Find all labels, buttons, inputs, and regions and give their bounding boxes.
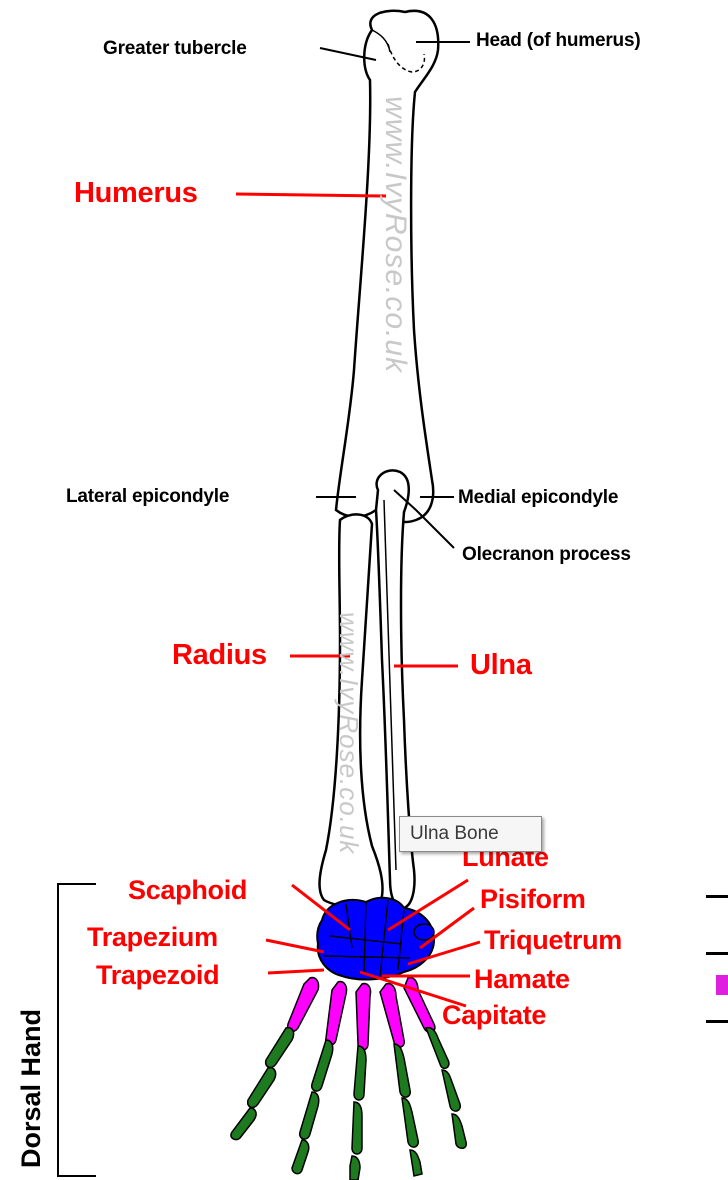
watermark-lower: www.IvyRose.co.uk — [333, 612, 364, 854]
tooltip: Ulna Bone — [399, 816, 542, 852]
edge-marker-2 — [706, 952, 728, 955]
label-head-of-humerus: Head (of humerus) — [476, 31, 640, 50]
label-ulna: Ulna — [470, 651, 532, 680]
label-hamate: Hamate — [474, 966, 570, 993]
phalange-bones — [231, 1028, 466, 1180]
label-medial-epicondyle: Medial epicondyle — [458, 488, 618, 507]
label-trapezoid: Trapezoid — [96, 962, 219, 989]
label-capitate: Capitate — [442, 1002, 546, 1029]
carpal-bones — [317, 898, 434, 980]
edge-marker-3 — [706, 1020, 728, 1023]
watermark-upper: www.IvyRose.co.uk — [378, 96, 412, 373]
label-humerus: Humerus — [74, 179, 198, 208]
label-olecranon-process: Olecranon process — [462, 545, 631, 564]
label-lateral-epicondyle: Lateral epicondyle — [66, 487, 229, 506]
label-pisiform: Pisiform — [480, 886, 586, 913]
label-dorsal-hand: Dorsal Hand — [16, 1009, 47, 1168]
label-trapezium: Trapezium — [87, 924, 218, 951]
label-scaphoid: Scaphoid — [128, 877, 247, 904]
label-triquetrum: Triquetrum — [484, 927, 622, 954]
label-radius: Radius — [172, 641, 267, 670]
edge-magenta-fragment — [716, 975, 728, 995]
label-greater-tubercle: Greater tubercle — [103, 39, 247, 58]
edge-marker-1 — [706, 895, 728, 898]
